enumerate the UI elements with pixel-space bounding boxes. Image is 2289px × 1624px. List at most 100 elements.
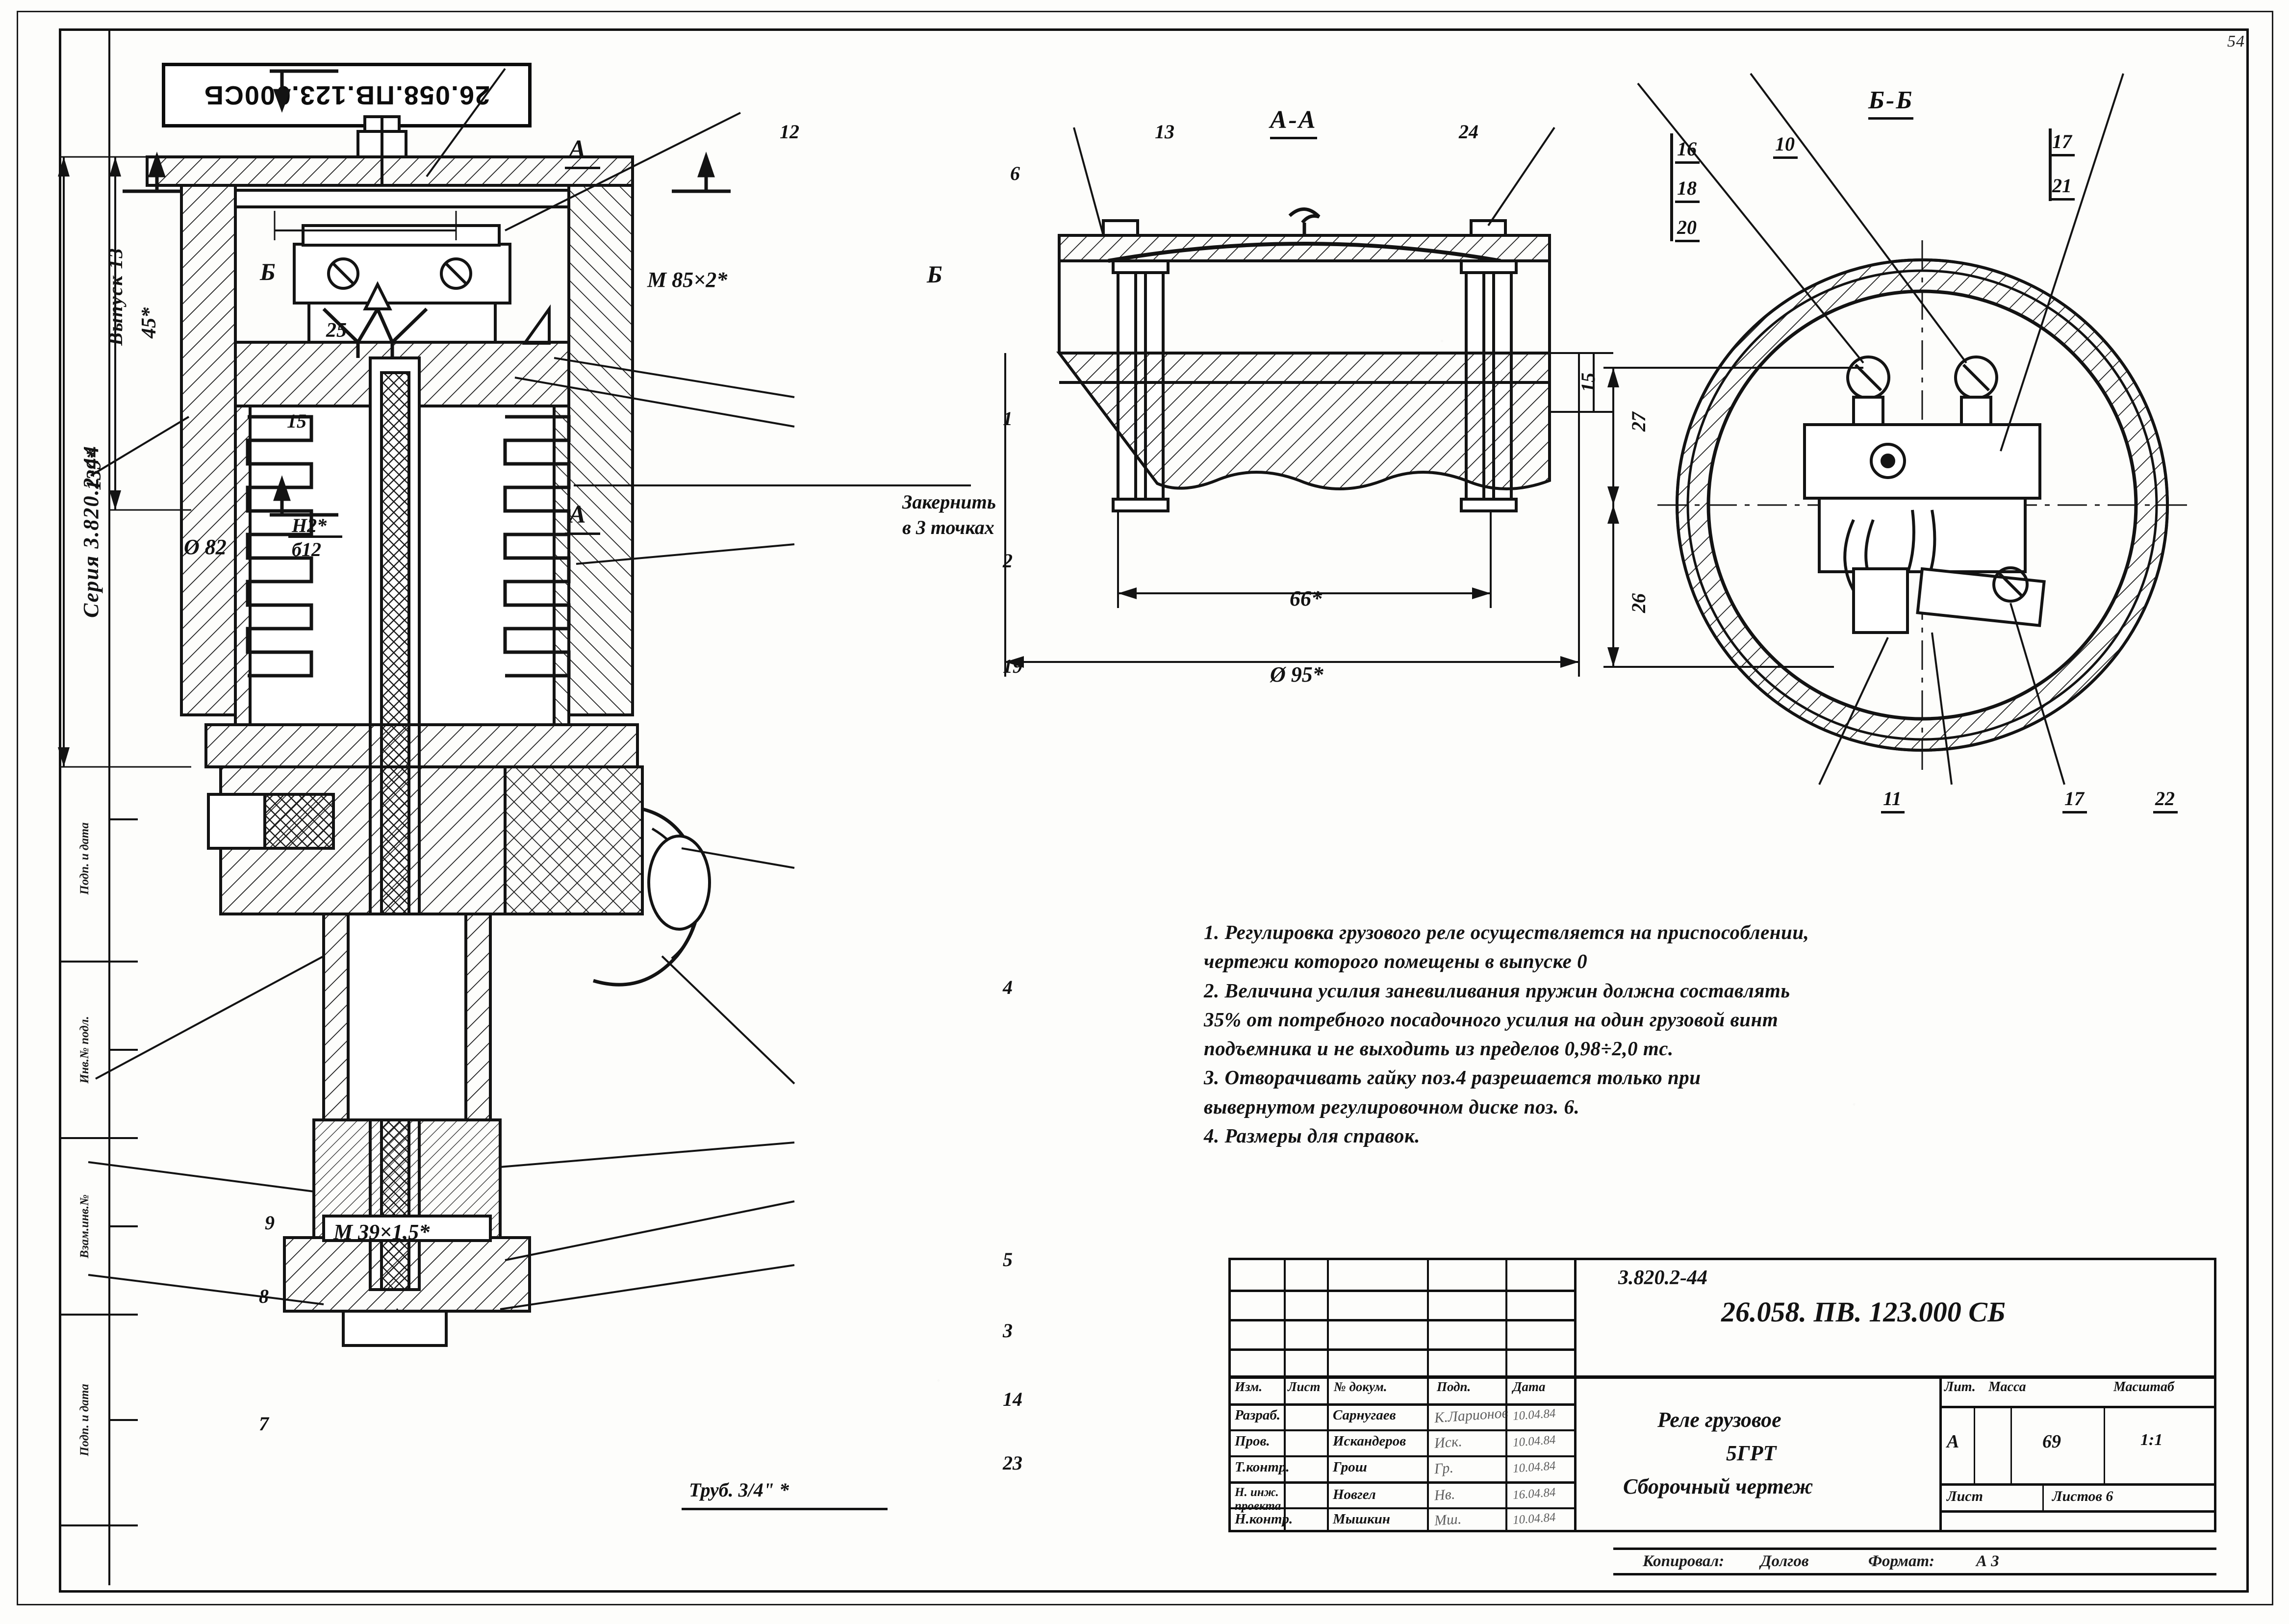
technical-notes: 1. Регулировка грузового реле осуществля… [1204,919,2180,1152]
leader-group-bracket [1670,133,1673,241]
tb-v6 [1939,1375,1942,1532]
margin-cell-1: Инв.№ подл. [61,963,108,1139]
tb-v11 [1574,1375,1577,1532]
main-section-view [58,68,971,1347]
rev-header-list: Лист [1288,1379,1321,1394]
title-block: 3.820.2-44 26.058. ПВ. 123.000 СБ Изм. Л… [1228,1258,2216,1532]
tb-h1 [1231,1290,1574,1292]
role-sign-4: Мш. [1433,1511,1462,1529]
page-number: 54 [2227,32,2245,51]
rev-header-podp: Подп. [1437,1379,1471,1394]
rev-header-data: Дата [1513,1379,1546,1394]
dim-d95: Ø 95* [1270,662,1323,686]
section-mark-a-rule [565,167,600,169]
role-label-0: Разраб. [1235,1407,1281,1423]
sheet-outer-frame [17,11,2273,1605]
note-item: 3. Отворачивать гайку поз.4 разрешается … [1204,1066,1701,1089]
footer-rule-top [1613,1548,2216,1550]
note-item: 35% от потребного посадочного усилия на … [1204,1008,1779,1031]
margin-stub-3 [108,1051,138,1139]
role-name-3: Новгел [1333,1487,1376,1502]
margin-stub-6 [108,1316,138,1421]
leader-17-bottom: 17 [2062,787,2087,813]
role-date-3: 16.04.84 [1512,1485,1556,1502]
copied-by-value: Долгов [1760,1552,1809,1570]
tb-h7 [1231,1455,1574,1457]
footer-rule-bottom [1613,1573,2216,1575]
role-label-1: Пров. [1235,1433,1270,1449]
margin-cell-0: Подп. и дата [61,757,108,963]
tb-v8 [2010,1406,2012,1483]
product-name-2: 5ГРТ [1726,1441,1777,1465]
tb-h8 [1231,1481,1574,1484]
tb-v9 [2104,1406,2105,1483]
margin-cell-label: Подп. и дата [78,822,91,895]
leader-15: 15 [287,410,306,432]
leader-11: 11 [1881,787,1905,813]
role-name-1: Искандеров [1333,1433,1406,1449]
dim-26: 26 [1628,593,1650,613]
role-sign-1: Иск. [1433,1433,1463,1451]
section-mark-b-right: Б [927,260,942,288]
section-aa-title: А-А [1270,106,1317,139]
scale-header: Масштаб [2113,1379,2175,1395]
section-mark-a-bottom: А [569,501,586,529]
tb-h10 [1939,1406,2214,1408]
leader-3: 3 [1003,1320,1013,1342]
tb-h12 [1939,1510,2214,1513]
note-item: вывернутом регулировочном диске поз. 6. [1204,1095,1580,1118]
leader-14: 14 [1003,1388,1022,1410]
leader-16: 16 [1675,138,1700,164]
role-label-4: Н.контр. [1235,1511,1293,1527]
margin-stub-7 [108,1421,138,1526]
role-name-2: Грош [1333,1459,1367,1475]
role-sign-0: К.Ларионов [1433,1404,1509,1426]
leader-22: 22 [2153,787,2178,813]
role-label-2: Т.контр. [1235,1459,1290,1475]
note-zakernit-line1: Закернить [902,491,996,513]
mass-header: Масса [1988,1379,2026,1395]
tb-h11 [1939,1483,2214,1486]
role-date-2: 10.04.84 [1512,1459,1556,1476]
tb-h9 [1231,1507,1574,1509]
thread-trub-rule [682,1508,888,1510]
role-sign-2: Гр. [1433,1459,1454,1477]
role-date-4: 10.04.84 [1512,1510,1556,1527]
leader-13: 13 [1155,121,1174,143]
rev-header-izm: Изм. [1235,1379,1263,1394]
margin-cell-label: Взам.инв.№ [78,1194,91,1259]
tb-h2 [1231,1319,1574,1321]
margin-cell-label: Подп. и дата [78,1384,91,1456]
sheet-label: Лист [1947,1488,1983,1504]
mass-value: 69 [2042,1431,2061,1452]
dim-66: 66* [1290,586,1322,610]
margin-stub-1 [108,820,138,963]
fraction-rule [288,535,342,538]
scale-value: 1:1 [2140,1431,2163,1449]
margin-cell-label: Инв.№ подл. [78,1016,91,1084]
format-value: А 3 [1976,1552,1999,1570]
tb-v1 [1284,1260,1286,1530]
leader-4: 4 [1003,976,1013,998]
tb-v2 [1327,1260,1329,1530]
leader-18: 18 [1675,177,1700,203]
role-date-0: 10.04.84 [1512,1406,1556,1423]
leader-9: 9 [265,1212,275,1234]
role-name-0: Сарнугаев [1333,1407,1396,1423]
role-date-1: 10.04.84 [1512,1433,1556,1450]
leader-group-bracket-2 [2049,128,2052,201]
leader-21: 21 [2050,175,2075,201]
tb-v3 [1427,1260,1429,1530]
leader-12: 12 [780,121,799,143]
leader-20: 20 [1675,216,1700,242]
section-bb-view [1603,73,2192,785]
tb-h3 [1231,1348,1574,1351]
sheets-label: Листов 6 [2052,1488,2113,1504]
thread-m39: M 39×1,5* [333,1220,430,1244]
leader-7: 7 [259,1413,269,1435]
role-name-4: Мышкин [1333,1511,1390,1527]
dim-25: 25 [326,319,347,342]
note-item: 1. Регулировка грузового реле осуществля… [1204,921,1809,943]
margin-stub-2 [108,963,138,1051]
